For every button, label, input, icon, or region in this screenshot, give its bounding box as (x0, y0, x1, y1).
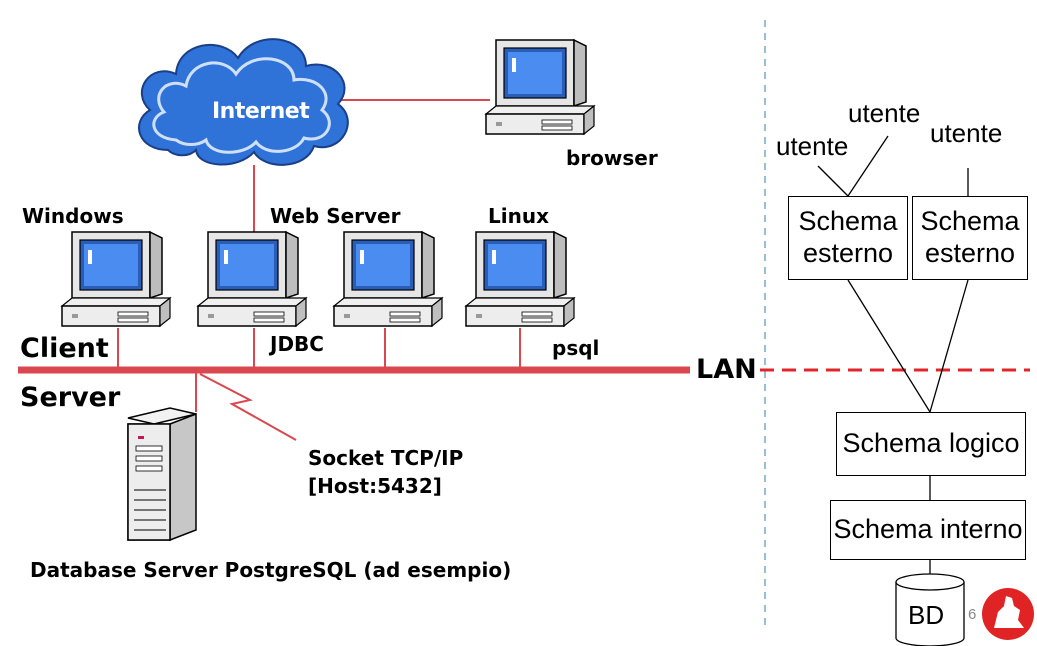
database-cylinder-icon (895, 573, 965, 646)
external-schema-left-box: Schema esterno (788, 196, 908, 280)
user-left-line (817, 165, 849, 197)
psql-label: psql (552, 336, 600, 360)
server-label: Server (20, 382, 121, 413)
webserver-computer-icon (197, 231, 307, 327)
windows-computer-icon (61, 231, 171, 327)
client-computer-icon (333, 231, 443, 327)
user-middle-label: utente (848, 98, 921, 128)
external-schema-right-box: Schema esterno (912, 196, 1028, 280)
user-right-label: utente (930, 118, 1003, 148)
user-middle-line (847, 135, 889, 197)
jdbc-label: JDBC (270, 332, 324, 356)
socket-label: Socket TCP/IP (308, 446, 464, 470)
socket-port-label: [Host:5432] (308, 474, 442, 498)
browser-label: browser (566, 146, 658, 170)
internal-schema-box: Schema interno (830, 500, 1026, 560)
browser-computer-icon (485, 39, 595, 135)
webserver-label: Web Server (270, 204, 401, 228)
university-logo-icon (982, 588, 1034, 640)
linux-computer-icon (465, 231, 575, 327)
db-label: BD (908, 600, 945, 630)
db-server-label: Database Server PostgreSQL (ad esempio) (30, 558, 512, 582)
linux-label: Linux (488, 204, 549, 228)
internet-label: Internet (212, 99, 310, 124)
socket-lightning-icon (199, 373, 297, 441)
user-left-label: utente (776, 131, 849, 161)
lan-label: LAN (696, 354, 757, 385)
internet-cloud-icon (138, 38, 349, 166)
windows-label: Windows (22, 204, 124, 228)
external-left-to-logical (847, 279, 931, 413)
page-number: 6 (968, 606, 977, 623)
logical-schema-box: Schema logico (836, 412, 1026, 476)
database-server-icon (127, 407, 197, 542)
external-right-to-logical (929, 279, 969, 413)
client-label: Client (20, 333, 109, 364)
